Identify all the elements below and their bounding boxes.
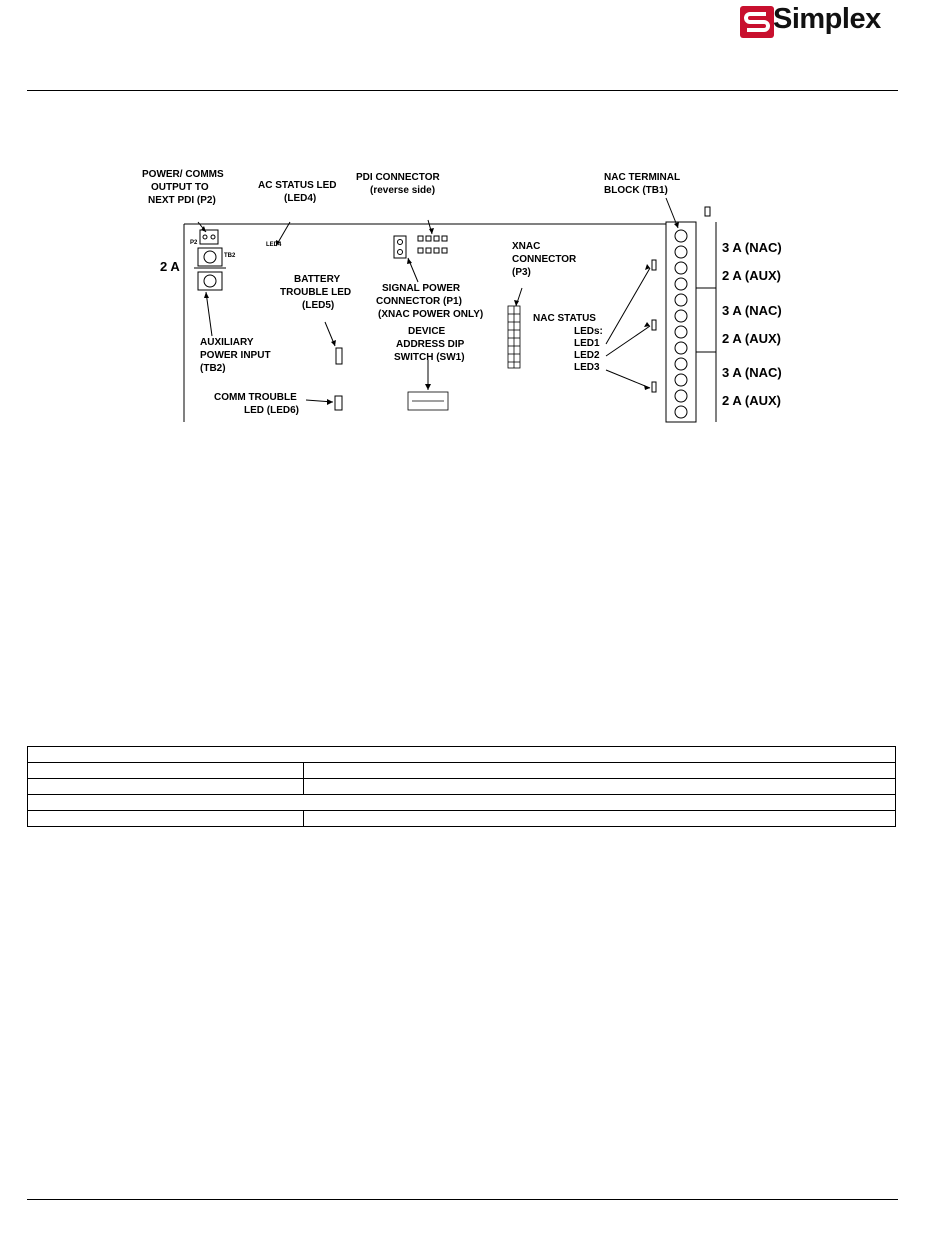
svg-text:TROUBLE LED: TROUBLE LED (280, 287, 351, 298)
svg-text:NAC TERMINAL: NAC TERMINAL (604, 172, 680, 183)
svg-text:NEXT PDI (P2): NEXT PDI (P2) (148, 195, 216, 206)
pdi-board-diagram: P2 TB2 LED4 (142, 169, 782, 423)
callout-ac-status-led: AC STATUS LED (LED4) (258, 180, 337, 204)
svg-text:3 A (NAC): 3 A (NAC) (722, 365, 782, 380)
tb2-label: TB2 (224, 253, 236, 259)
svg-text:BATTERY: BATTERY (294, 274, 340, 285)
svg-text:2 A (AUX): 2 A (AUX) (722, 393, 781, 408)
svg-text:SIGNAL POWER: SIGNAL POWER (382, 283, 461, 294)
callout-pdi-connector: PDI CONNECTOR (reverse side) (356, 172, 440, 196)
svg-text:2 A (AUX): 2 A (AUX) (722, 331, 781, 346)
svg-text:LED2: LED2 (574, 350, 600, 361)
svg-text:(P3): (P3) (512, 267, 531, 278)
table-row (27, 746, 896, 763)
table-row (27, 794, 896, 811)
svg-text:NAC STATUS: NAC STATUS (533, 313, 596, 324)
svg-text:XNAC: XNAC (512, 241, 540, 252)
svg-text:LED (LED6): LED (LED6) (244, 405, 299, 416)
svg-text:SWITCH (SW1): SWITCH (SW1) (394, 352, 465, 363)
callout-nac-status-leds: NAC STATUS LEDs: LED1 LED2 LED3 (533, 313, 603, 373)
svg-text:OUTPUT TO: OUTPUT TO (151, 182, 209, 193)
header-rule (27, 90, 898, 91)
footer-rule (27, 1199, 898, 1200)
svg-text:DEVICE: DEVICE (408, 326, 446, 337)
brand-name: Simplex (773, 3, 881, 35)
svg-text:BLOCK (TB1): BLOCK (TB1) (604, 185, 668, 196)
callout-nac-terminal-block: NAC TERMINAL BLOCK (TB1) (604, 172, 680, 196)
svg-text:CONNECTOR (P1): CONNECTOR (P1) (376, 296, 462, 307)
svg-text:3 A (NAC): 3 A (NAC) (722, 240, 782, 255)
callout-xnac-connector: XNAC CONNECTOR (P3) (512, 241, 577, 278)
callout-comm-trouble-led: COMM TROUBLE LED (LED6) (214, 392, 299, 416)
svg-text:PDI CONNECTOR: PDI CONNECTOR (356, 172, 440, 183)
svg-text:(LED5): (LED5) (302, 300, 334, 311)
svg-text:CONNECTOR: CONNECTOR (512, 254, 577, 265)
svg-text:3 A (NAC): 3 A (NAC) (722, 303, 782, 318)
svg-text:(LED4): (LED4) (284, 193, 316, 204)
table-row (27, 778, 896, 795)
svg-text:POWER/ COMMS: POWER/ COMMS (142, 169, 224, 180)
svg-text:POWER INPUT: POWER INPUT (200, 350, 271, 361)
table-row (27, 762, 896, 779)
callout-device-address-dip-switch: DEVICE ADDRESS DIP SWITCH (SW1) (394, 326, 465, 363)
led4-label: LED4 (266, 242, 282, 248)
svg-text:LED1: LED1 (574, 338, 600, 349)
svg-text:(XNAC POWER ONLY): (XNAC POWER ONLY) (378, 309, 483, 320)
callout-battery-trouble-led: BATTERY TROUBLE LED (LED5) (280, 274, 351, 311)
nac-current-ratings: 3 A (NAC) 2 A (AUX) 3 A (NAC) 2 A (AUX) … (722, 240, 782, 408)
svg-text:LED3: LED3 (574, 362, 600, 373)
tb2-current-rating: 2 A (160, 259, 180, 274)
callout-auxiliary-power-input: AUXILIARY POWER INPUT (TB2) (200, 337, 271, 374)
svg-text:LEDs:: LEDs: (574, 326, 603, 337)
callout-signal-power-connector: SIGNAL POWER CONNECTOR (P1) (XNAC POWER … (376, 283, 483, 320)
svg-text:ADDRESS DIP: ADDRESS DIP (396, 339, 465, 350)
table-row (27, 810, 896, 827)
svg-text:(TB2): (TB2) (200, 363, 226, 374)
callout-power-comms: POWER/ COMMS OUTPUT TO NEXT PDI (P2) (142, 169, 224, 206)
svg-text:2 A (AUX): 2 A (AUX) (722, 268, 781, 283)
p2-label: P2 (190, 240, 198, 246)
svg-text:(reverse side): (reverse side) (370, 185, 435, 196)
svg-text:COMM TROUBLE: COMM TROUBLE (214, 392, 297, 403)
specification-table (27, 746, 896, 827)
nac-terminal-block (674, 222, 717, 422)
svg-text:AUXILIARY: AUXILIARY (200, 337, 254, 348)
simplex-s-mark-icon (740, 6, 774, 38)
svg-text:AC STATUS LED: AC STATUS LED (258, 180, 337, 191)
simplex-logo: Simplex (740, 3, 900, 40)
